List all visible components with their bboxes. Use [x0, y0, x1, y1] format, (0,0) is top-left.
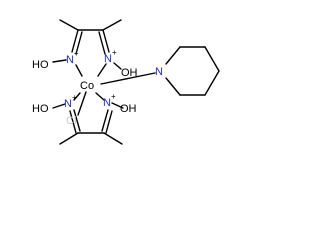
- bond-c-n-bottom-right-b: [105, 110, 113, 134]
- bond-methyl-top-right: [102, 19, 122, 31]
- top-dioxime-fragment: [52, 19, 122, 70]
- n-upper-left-charge: +: [74, 49, 79, 58]
- bond-pip-3: [204, 46, 220, 72]
- molecule-structure: HO N + N + OH Co N HO N + N + OH Cl: [32, 19, 220, 145]
- atom-labels: HO N + N + OH Co N HO N + N + OH Cl: [32, 48, 163, 127]
- bond-n-o-top-right: [113, 62, 122, 70]
- n-upper-right-label: N: [104, 53, 112, 65]
- n-piperidine-label: N: [155, 66, 163, 78]
- ho-upper-left-label: HO: [32, 59, 49, 71]
- bond-c-n-bottom-left-b: [69, 110, 77, 134]
- bond-n-co-upper-right: [97, 63, 107, 77]
- bond-c-n-top-right-b: [98, 31, 106, 55]
- bond-n-o-bottom-right: [111, 102, 124, 109]
- n-lower-left-label: N: [64, 98, 72, 110]
- piperidine-ring: [165, 46, 220, 96]
- n-upper-right-charge: +: [112, 48, 117, 57]
- bond-methyl-bottom-left: [59, 132, 79, 145]
- bond-n-co-lower-left: [73, 92, 81, 101]
- oh-lower-right-label: OH: [120, 103, 137, 115]
- bond-pip-4: [204, 70, 220, 96]
- bond-methyl-bottom-right: [103, 132, 123, 145]
- bond-n-co-upper-left: [75, 64, 83, 77]
- bond-pip-1: [165, 46, 181, 65]
- oh-upper-right-label: OH: [121, 67, 138, 79]
- bond-pip-6: [165, 77, 181, 96]
- co-label: Co: [80, 80, 94, 92]
- bond-n-co-lower-right: [95, 92, 105, 101]
- bond-c-n-top-left-b: [75, 31, 83, 55]
- bond-c-n-top-left-a: [71, 29, 79, 53]
- n-lower-right-label: N: [103, 97, 111, 109]
- bond-c-n-bottom-right-a: [101, 109, 109, 132]
- n-upper-left-label: N: [66, 54, 74, 66]
- bond-methyl-top-left: [59, 19, 79, 31]
- bond-n-o-top-left: [52, 59, 67, 63]
- bond-co-cl: [77, 91, 87, 116]
- cl-label: Cl: [66, 115, 76, 127]
- n-lower-right-charge: +: [111, 92, 116, 101]
- bond-co-n-piperidine: [100, 72, 156, 85]
- bond-c-n-bottom-left-a: [73, 109, 81, 132]
- ho-lower-left-label: HO: [32, 103, 49, 115]
- bottom-dioxime-fragment: [52, 102, 124, 145]
- bond-n-o-bottom-left: [52, 103, 66, 109]
- bond-c-n-top-right-a: [102, 29, 110, 53]
- n-lower-left-charge: +: [72, 93, 77, 102]
- cobalt-bonds: [73, 63, 156, 116]
